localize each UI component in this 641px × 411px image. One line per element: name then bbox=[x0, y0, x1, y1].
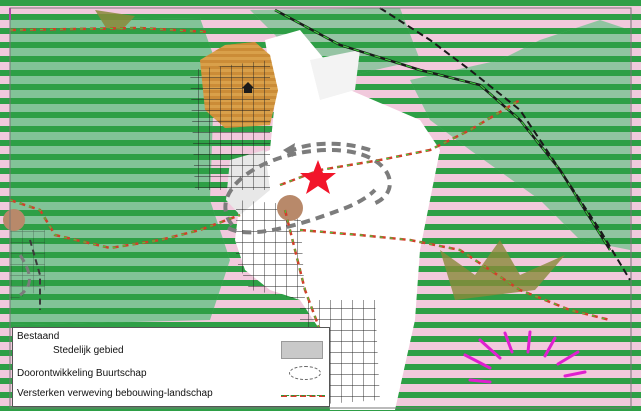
legend-swatch-route bbox=[281, 395, 325, 397]
route-lines bbox=[9, 26, 611, 331]
rail-line-east bbox=[379, 7, 631, 281]
grid-area-west bbox=[10, 230, 45, 300]
legend-swatch-urban bbox=[281, 341, 323, 359]
development-west bbox=[18, 254, 31, 297]
map-frame bbox=[9, 7, 632, 409]
legend-label-urban: Stedelijk gebied bbox=[53, 345, 124, 356]
legend-heading: Bestaand bbox=[17, 331, 60, 342]
legend: Bestaand Stedelijk gebied Doorontwikkeli… bbox=[12, 327, 330, 407]
legend-swatch-ellipse bbox=[289, 366, 321, 380]
legend-label-development: Doorontwikkeling Buurtschap bbox=[17, 368, 147, 379]
arrow-icon bbox=[283, 143, 295, 157]
grid-area-north bbox=[190, 60, 270, 190]
development-ellipse bbox=[223, 147, 392, 227]
brown-circle bbox=[3, 209, 25, 231]
legend-label-route: Versterken verweving bebouwing-landschap bbox=[17, 388, 213, 399]
urban-north bbox=[310, 50, 360, 100]
landscape-north-stripes bbox=[250, 8, 420, 80]
urban-core bbox=[228, 30, 440, 410]
landscape-west-stripes bbox=[10, 18, 230, 325]
brown-circle bbox=[277, 195, 303, 221]
star-marker bbox=[300, 160, 336, 194]
magenta-burst bbox=[463, 330, 587, 384]
arrow-icon bbox=[440, 240, 565, 300]
development-lower-arc bbox=[227, 188, 377, 235]
house-icon bbox=[242, 82, 254, 93]
arrow-icon bbox=[95, 10, 135, 30]
